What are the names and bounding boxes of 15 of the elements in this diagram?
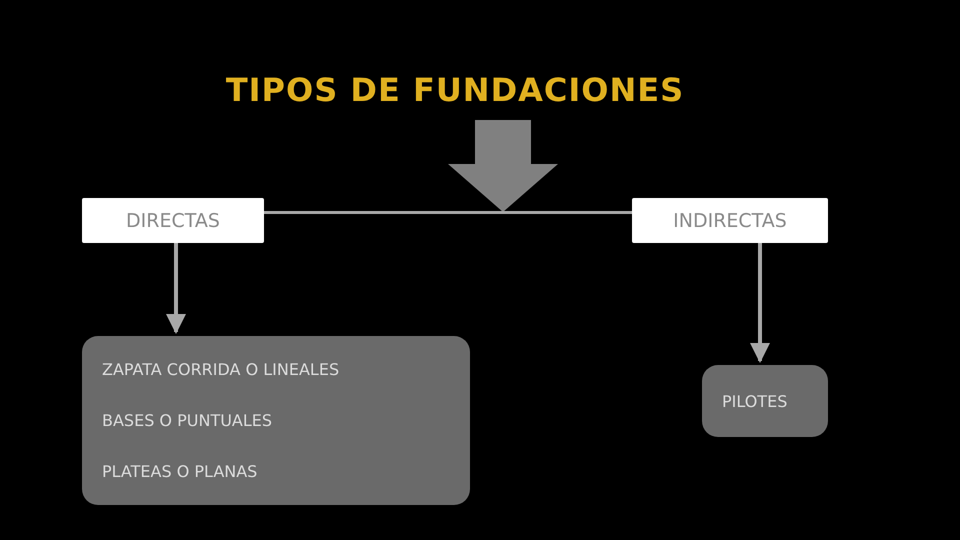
category-box <box>632 198 828 243</box>
arrow <box>750 243 770 363</box>
item-text: BASES O PUNTUALES <box>102 411 272 430</box>
list-panel <box>702 365 828 437</box>
item-text: PILOTES <box>722 392 788 410</box>
connector-line <box>264 211 632 214</box>
item-text: ZAPATA CORRIDA O LINEALES <box>102 360 340 379</box>
title-text: TIPOS DE FUNDACIONES <box>226 71 684 109</box>
arrow <box>166 243 186 334</box>
list-panel <box>82 336 470 505</box>
block-arrow <box>448 120 558 212</box>
item-text: DIRECTAS <box>126 210 220 232</box>
item-text: PLATEAS O PLANAS <box>102 462 258 481</box>
category-box <box>82 198 264 243</box>
item-text: INDIRECTAS <box>673 210 787 232</box>
